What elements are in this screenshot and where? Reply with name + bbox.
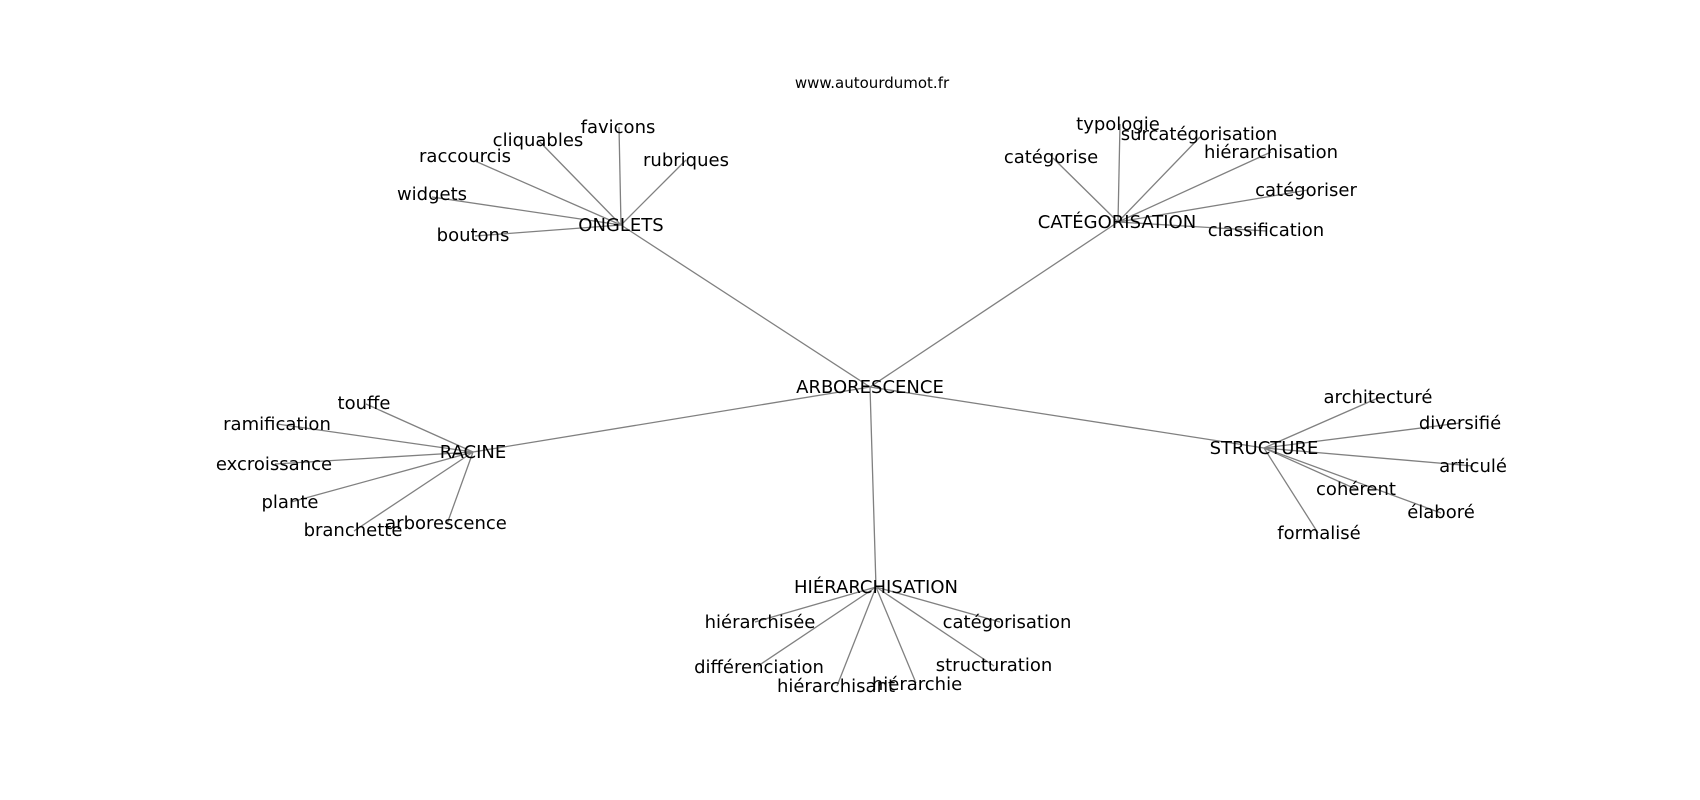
graph-edges — [274, 123, 1474, 687]
leaf-node: typologie — [1076, 114, 1160, 135]
center-node-label: ARBORESCENCE — [796, 377, 944, 398]
leaf-node: arborescence — [385, 513, 507, 534]
leaf-node: hiérarchisation — [1204, 142, 1338, 163]
branch-node-racine: RACINE — [440, 442, 507, 463]
leaf-node: favicons — [581, 117, 656, 138]
leaf-node: rubriques — [643, 150, 729, 171]
leaf-node: classification — [1208, 220, 1324, 241]
leaf-node: widgets — [397, 184, 467, 205]
branch-node-onglets: ONGLETS — [578, 215, 663, 236]
leaf-node: catégorisation — [943, 612, 1072, 633]
leaf-node: boutons — [437, 225, 510, 246]
leaf-node: cliquables — [493, 130, 584, 151]
leaf-node: cohérent — [1316, 479, 1396, 500]
leaf-node: différenciation — [694, 657, 824, 678]
source-site-label: www.autourdumot.fr — [795, 74, 950, 92]
branch-node-structure: STRUCTURE — [1210, 438, 1319, 459]
leaf-node: branchette — [304, 520, 403, 541]
branch-node-hierarchisation: HIÉRARCHISATION — [794, 576, 958, 598]
leaf-node: surcatégorisation — [1121, 124, 1278, 145]
branch-node-categorisation: CATÉGORISATION — [1038, 211, 1196, 233]
leaf-node: catégoriser — [1255, 180, 1357, 201]
leaf-node: touffe — [338, 393, 391, 414]
leaf-node: hiérarchie — [872, 674, 962, 695]
leaf-node: hiérarchisée — [705, 612, 816, 633]
leaf-node: formalisé — [1277, 523, 1360, 544]
leaf-node: structuration — [936, 655, 1053, 676]
leaf-node: élaboré — [1407, 502, 1475, 523]
leaf-node: diversifié — [1419, 413, 1501, 434]
leaf-node: raccourcis — [419, 146, 511, 167]
leaf-node: architecturé — [1324, 387, 1433, 408]
leaf-node: plante — [262, 492, 319, 513]
leaf-node: hiérarchisant — [777, 676, 895, 697]
leaf-node: excroissance — [216, 454, 332, 475]
leaf-node: articulé — [1439, 456, 1507, 477]
leaf-node: catégorise — [1004, 147, 1098, 168]
leaf-node: ramification — [223, 414, 331, 435]
